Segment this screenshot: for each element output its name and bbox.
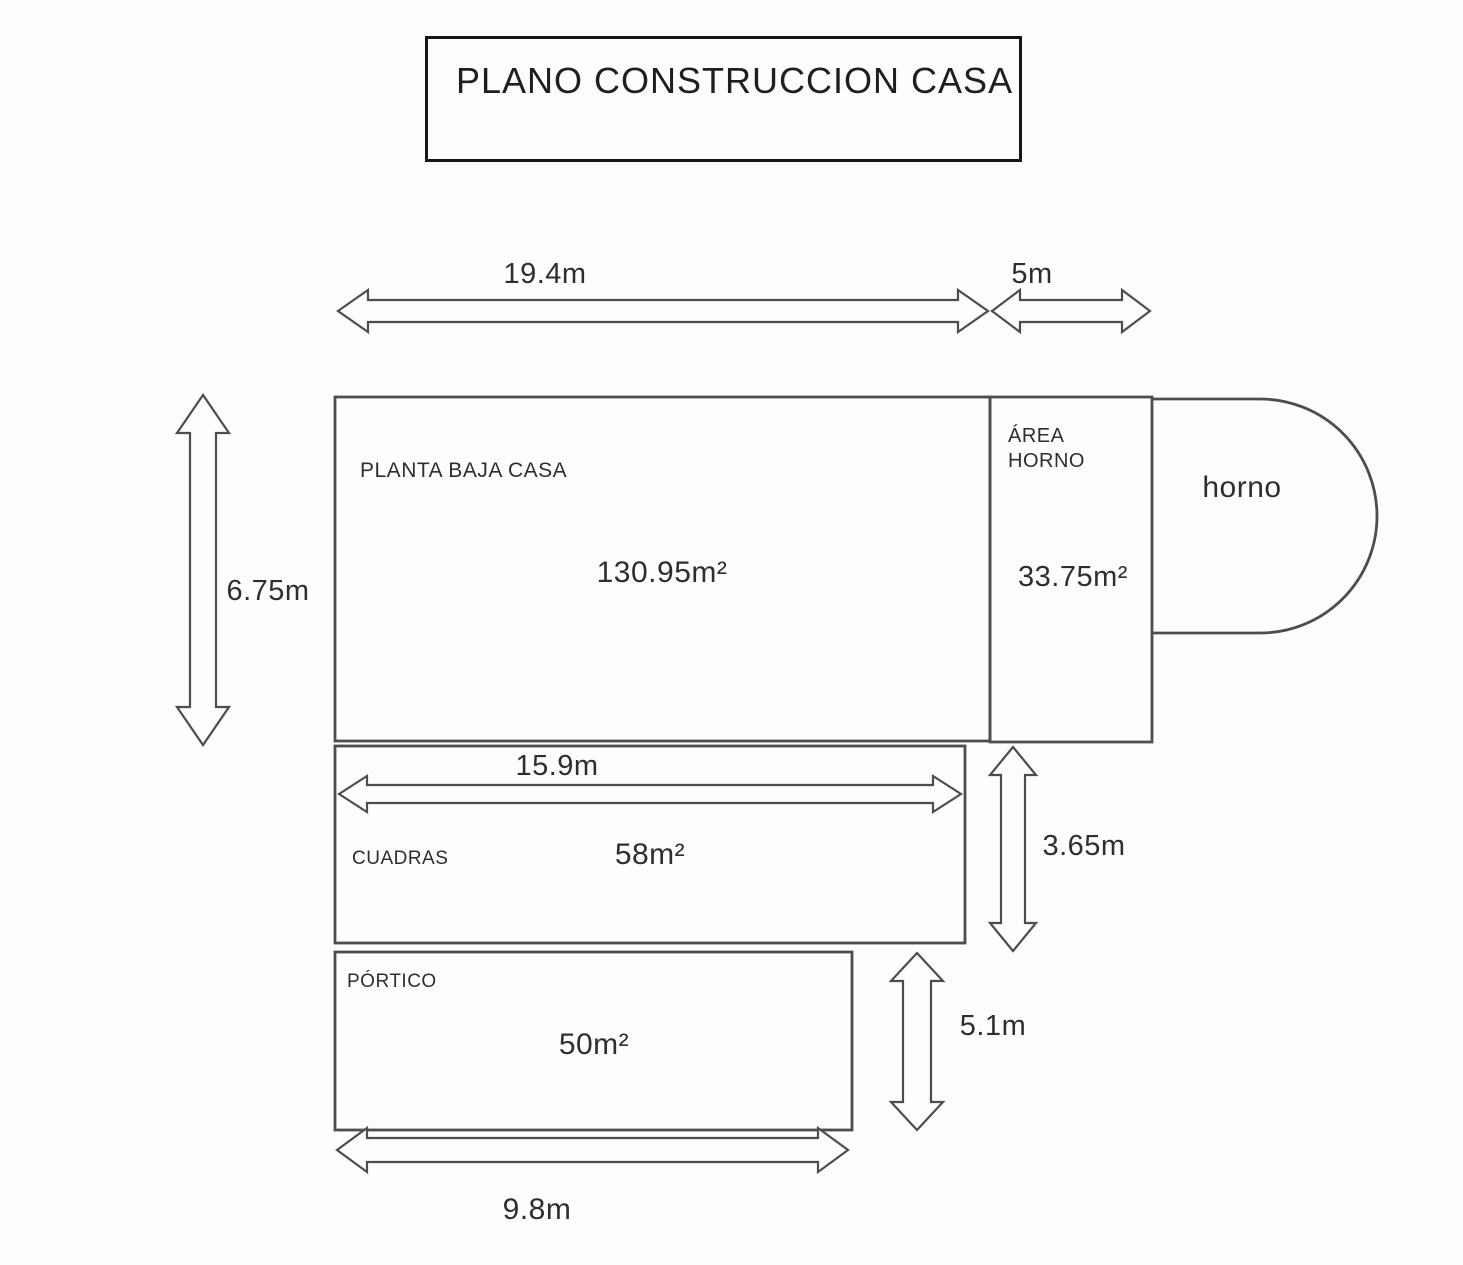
- dimension-label-width-9-8m: 9.8m: [503, 1193, 572, 1226]
- room-cuadras-area: 58m²: [615, 838, 685, 871]
- room-portico-outline: [333, 950, 854, 1132]
- page-title: PLANO CONSTRUCCION CASA: [456, 60, 1014, 101]
- room-area-horno-area: 33.75m²: [1018, 561, 1128, 593]
- dimension-label-width-5m: 5m: [1011, 258, 1052, 290]
- dimension-label-width-15-9m: 15.9m: [515, 750, 598, 782]
- title-box: PLANO CONSTRUCCION CASA: [425, 36, 1022, 162]
- dimension-label-height-3-65m: 3.65m: [1042, 830, 1125, 862]
- room-planta-baja-casa-label: PLANTA BAJA CASA: [360, 459, 567, 482]
- room-portico-area: 50m²: [559, 1028, 629, 1061]
- dimension-arrow-width-19-4m: [336, 287, 990, 335]
- room-planta-baja-casa-area: 130.95m²: [597, 556, 728, 589]
- dimension-label-height-5-1m: 5.1m: [960, 1010, 1026, 1042]
- room-portico-label: PÓRTICO: [347, 970, 437, 992]
- horno-outline: [1152, 397, 1379, 635]
- room-cuadras-label: CUADRAS: [352, 848, 448, 869]
- horno-label: horno: [1202, 471, 1281, 504]
- dimension-arrow-width-9-8m: [335, 1125, 850, 1175]
- room-cuadras-outline: [333, 744, 967, 945]
- dimension-arrow-height-5-1m: [888, 951, 946, 1132]
- room-area-horno-outline: [988, 395, 1154, 744]
- room-area-horno-label: ÁREA: [1008, 424, 1065, 447]
- dimension-arrow-width-5m: [990, 287, 1152, 335]
- dimension-label-width-19-4m: 19.4m: [503, 258, 586, 290]
- room-area-horno-label: HORNO: [1008, 450, 1085, 472]
- dimension-arrow-height-3-65m: [987, 745, 1039, 953]
- dimension-label-height-6-75m: 6.75m: [226, 575, 309, 607]
- dimension-arrow-height-6-75m: [174, 393, 232, 747]
- dimension-arrow-width-15-9m: [336, 773, 964, 815]
